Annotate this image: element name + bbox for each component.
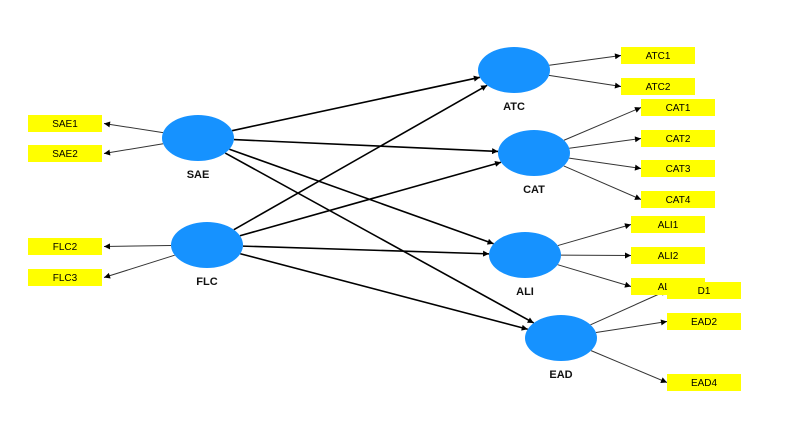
path-sae-to-ali	[229, 148, 494, 245]
loading-atc1	[549, 53, 622, 66]
indicator-label: SAE2	[52, 149, 78, 160]
indicator-cat1[interactable]: CAT1	[641, 99, 715, 116]
indicator-label: EAD2	[691, 317, 718, 328]
latent-flc[interactable]: FLC	[171, 222, 243, 288]
indicator-sae2[interactable]: SAE2	[28, 145, 102, 162]
path-sae-to-cat	[233, 138, 499, 155]
indicator-ead4[interactable]: EAD4	[667, 374, 741, 391]
latents-layer: SAE FLC ATC CAT ALI EAD	[162, 47, 597, 381]
latent-ali[interactable]: ALI	[489, 232, 561, 298]
path-flc-to-atc	[233, 84, 488, 231]
indicator-atc1[interactable]: ATC1	[621, 47, 695, 64]
loading-sae1	[103, 121, 164, 134]
indicator-label: ALI2	[658, 251, 679, 262]
indicator-box	[667, 374, 741, 391]
indicator-label: FLC3	[53, 273, 78, 284]
loading-cat1	[563, 107, 642, 141]
indicator-cat4[interactable]: CAT4	[641, 191, 715, 208]
indicator-box	[641, 191, 715, 208]
path-flc-to-ead	[240, 252, 528, 331]
path-flc-to-ali	[242, 245, 490, 257]
indicator-flc3[interactable]: FLC3	[28, 269, 102, 286]
indicator-box	[28, 269, 102, 286]
loading-sae2	[103, 143, 164, 156]
indicator-box	[667, 282, 741, 299]
indicator-box	[28, 115, 102, 132]
loading-flc3	[103, 254, 175, 279]
loading-ali3	[557, 264, 632, 288]
indicator-flc2[interactable]: FLC2	[28, 238, 102, 255]
indicator-box	[641, 99, 715, 116]
loading-cat2	[569, 136, 642, 149]
indicator-box	[641, 160, 715, 177]
latent-ellipse	[171, 222, 243, 268]
indicator-ali2[interactable]: ALI2	[631, 247, 705, 264]
loading-ead4	[590, 350, 668, 383]
latent-label: ATC	[503, 101, 525, 113]
indicator-ead1[interactable]: D1	[667, 282, 741, 299]
indicator-label: CAT2	[666, 134, 691, 145]
indicator-label: ATC1	[646, 51, 671, 62]
latent-atc[interactable]: ATC	[478, 47, 550, 113]
loading-ali1	[557, 223, 632, 247]
loading-atc2	[548, 74, 622, 89]
indicator-box	[641, 130, 715, 147]
indicator-label: CAT4	[666, 195, 691, 206]
path-sae-to-atc	[231, 75, 481, 132]
latent-label: FLC	[196, 276, 217, 288]
indicator-box	[631, 247, 705, 264]
loading-flc2	[103, 243, 172, 250]
indicator-label: ATC2	[646, 82, 671, 93]
indicator-sae1[interactable]: SAE1	[28, 115, 102, 132]
indicator-box	[28, 238, 102, 255]
indicator-box	[667, 313, 741, 330]
indicator-box	[631, 216, 705, 233]
latent-sae[interactable]: SAE	[162, 115, 234, 181]
edges-layer	[103, 53, 668, 383]
latent-label: ALI	[516, 286, 534, 298]
indicator-label: FLC2	[53, 242, 78, 253]
indicator-box	[621, 78, 695, 95]
latent-ellipse	[162, 115, 234, 161]
path-flc-to-cat	[239, 161, 502, 237]
indicator-box	[28, 145, 102, 162]
indicator-label: SAE1	[52, 119, 78, 130]
latent-ellipse	[498, 130, 570, 176]
loading-ead2	[595, 319, 668, 334]
indicator-label: CAT3	[666, 164, 691, 175]
loading-cat3	[569, 157, 642, 171]
latent-cat[interactable]: CAT	[498, 130, 570, 196]
indicator-atc2[interactable]: ATC2	[621, 78, 695, 95]
latent-ellipse	[489, 232, 561, 278]
latent-label: SAE	[187, 169, 210, 181]
loading-ead1	[590, 290, 668, 326]
latent-ead[interactable]: EAD	[525, 315, 597, 381]
path-sae-to-ead	[224, 152, 535, 324]
latent-ellipse	[525, 315, 597, 361]
indicator-cat3[interactable]: CAT3	[641, 160, 715, 177]
latent-ellipse	[478, 47, 550, 93]
indicator-label: D1	[698, 286, 711, 297]
latent-label: EAD	[549, 369, 572, 381]
latent-label: CAT	[523, 184, 545, 196]
indicator-ead2[interactable]: EAD2	[667, 313, 741, 330]
loading-cat4	[563, 165, 642, 200]
indicator-ali1[interactable]: ALI1	[631, 216, 705, 233]
indicator-label: EAD4	[691, 378, 718, 389]
indicator-label: CAT1	[666, 103, 691, 114]
indicator-cat2[interactable]: CAT2	[641, 130, 715, 147]
indicator-box	[621, 47, 695, 64]
indicator-label: ALI1	[658, 220, 679, 231]
